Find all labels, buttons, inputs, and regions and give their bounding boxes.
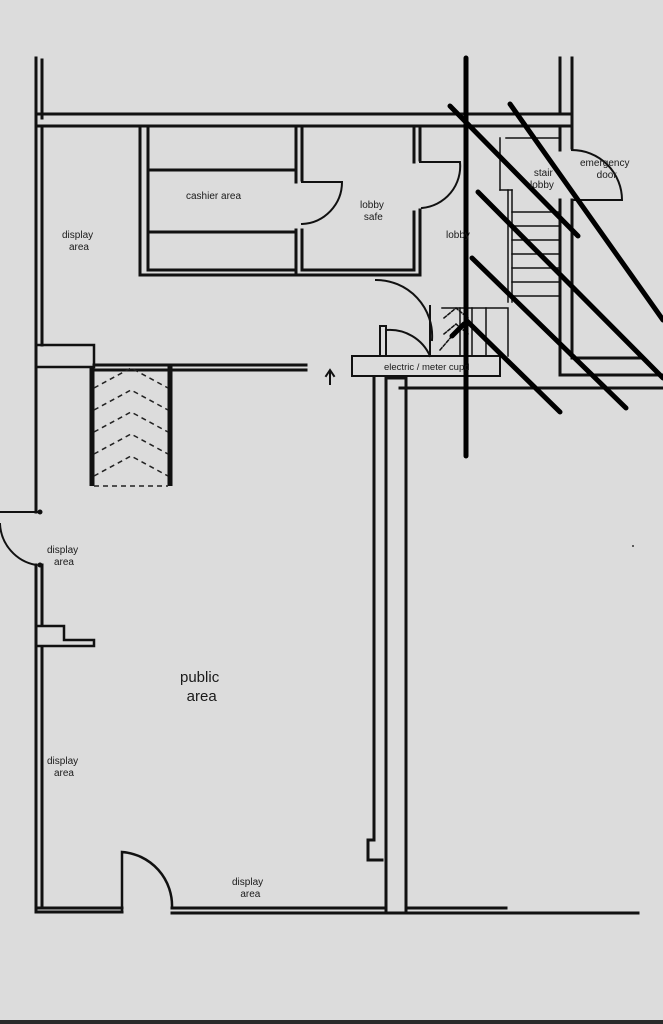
- lobby-safe-label: lobby safe: [360, 200, 384, 223]
- public-area-label: public area: [180, 669, 220, 705]
- hatch-lines: [447, 55, 663, 459]
- emergency-door-swing: [570, 148, 624, 201]
- display-area-bottom-label: display area: [232, 877, 264, 900]
- lobby-label: lobby: [446, 230, 470, 241]
- cashier-room-walls: [138, 124, 422, 277]
- electric-cupboard: [324, 278, 501, 385]
- entrance-door-swing: [120, 850, 174, 914]
- cashier-area-label: cashier area: [186, 191, 242, 202]
- side-door-swing: [0, 511, 39, 567]
- emergency-door-label: emergency door: [580, 158, 630, 181]
- safe-door-swing: [419, 161, 462, 210]
- stair-lobby-label: stair lobby: [530, 168, 554, 191]
- counter-blocks: [34, 343, 308, 648]
- display-area-top-label: display area: [62, 230, 94, 253]
- electric-cupboard-label: electric / meter cupd: [384, 362, 470, 373]
- outer-walls: [34, 56, 663, 915]
- internal-staircase: [89, 366, 173, 487]
- display-area-low-label: display area: [47, 756, 79, 779]
- cashier-door-swing: [300, 181, 344, 226]
- rear-staircase: [438, 137, 561, 357]
- display-area-mid-label: display area: [47, 545, 79, 568]
- bottom-border: [0, 1020, 663, 1024]
